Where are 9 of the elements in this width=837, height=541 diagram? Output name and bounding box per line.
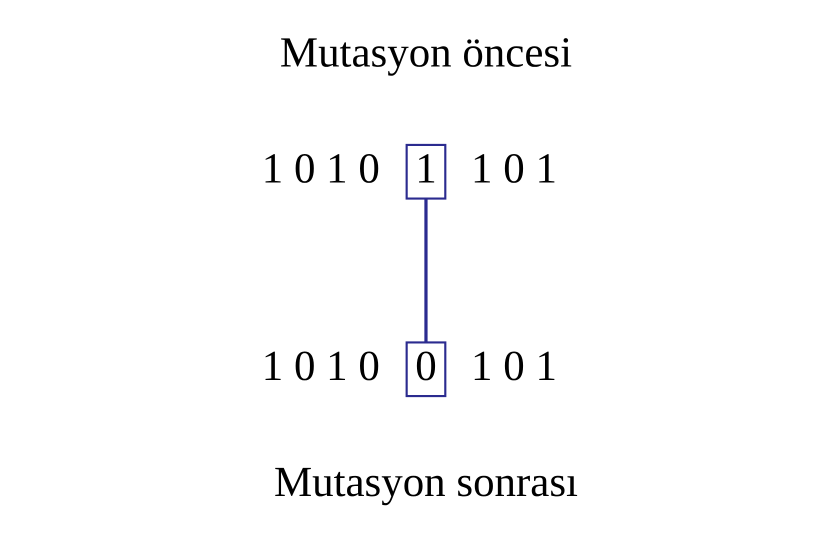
label: 1 0 1 (470, 342, 556, 390)
label: Mutasyon öncesi (279, 30, 572, 77)
label: 1 0 1 0 (261, 342, 380, 390)
connector (424, 199, 428, 342)
label: 1 0 1 (470, 145, 556, 192)
node-box: 0 (405, 341, 446, 398)
label: Mutasyon sonrası (273, 458, 578, 506)
label: 1 0 1 0 (261, 145, 380, 192)
node-box: 1 (405, 144, 446, 200)
